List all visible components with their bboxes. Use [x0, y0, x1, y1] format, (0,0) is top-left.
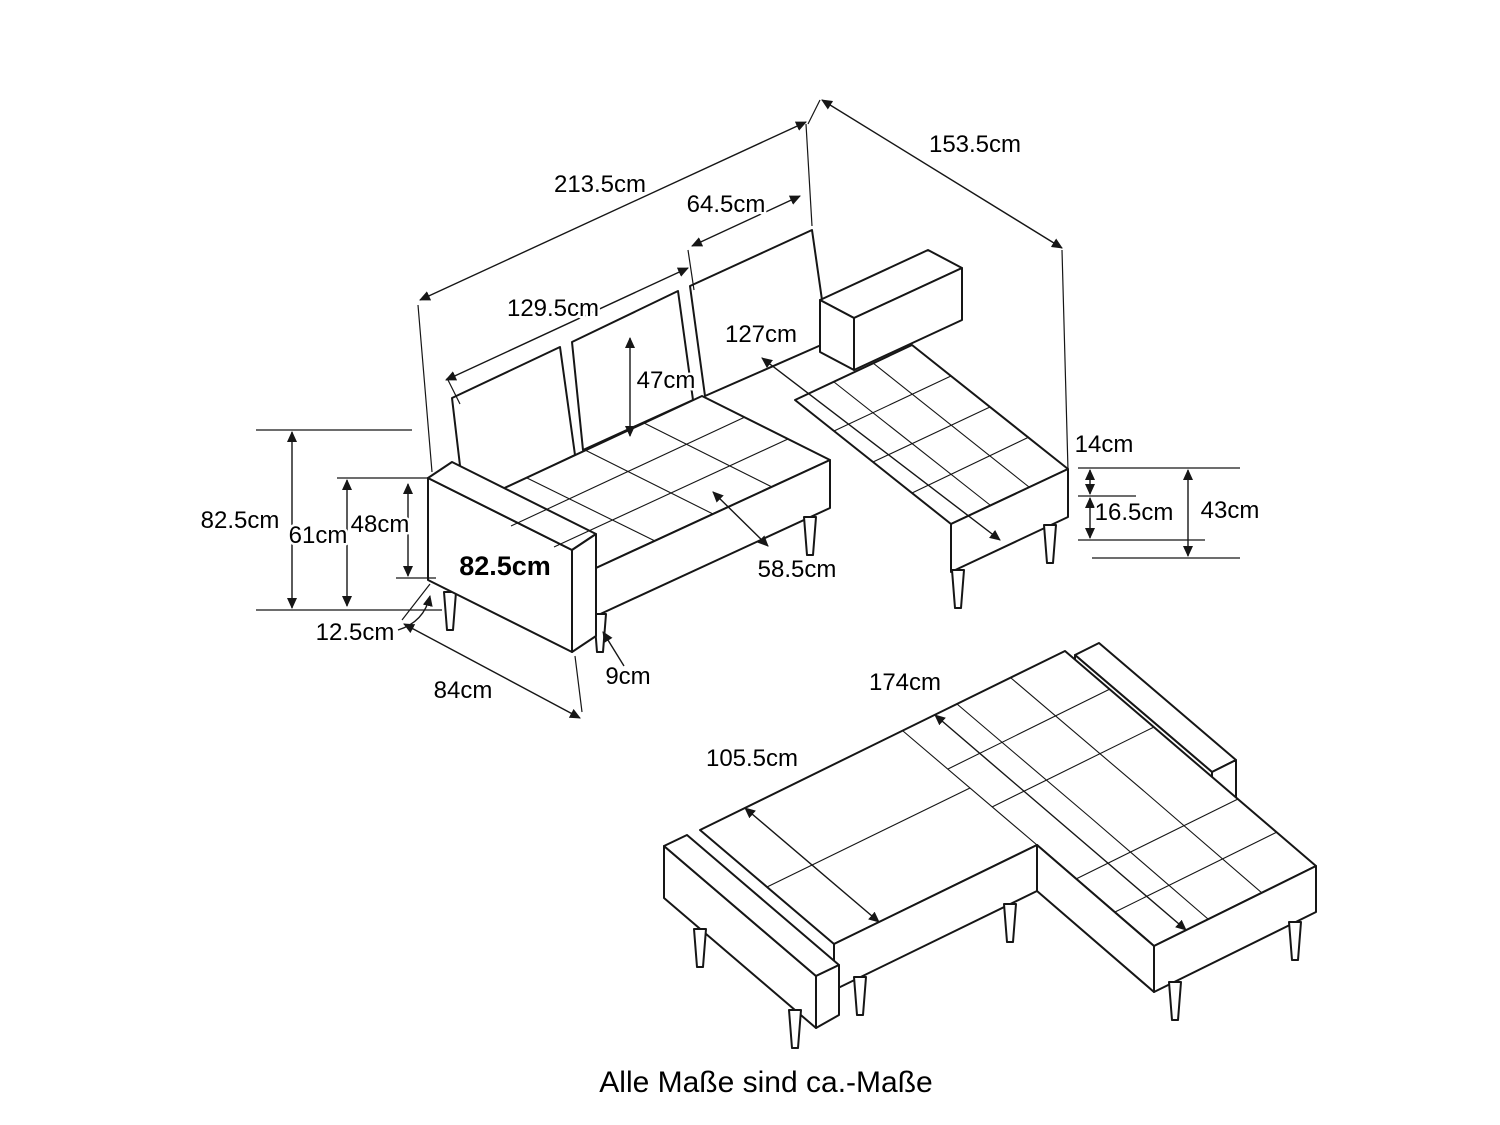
sofa-width-label: 129.5cm	[507, 295, 599, 322]
depth-total-label: 153.5cm	[929, 131, 1021, 158]
arm-depth-label: 82.5cm	[459, 551, 551, 581]
bed-chaise-foot-face	[1153, 865, 1317, 993]
height-total-label: 82.5cm	[201, 507, 280, 534]
leader-rail-height	[602, 631, 625, 667]
frame-height-label: 16.5cm	[1095, 499, 1174, 526]
left-arm-end	[571, 533, 597, 653]
bed-arm-end	[815, 964, 840, 1029]
chaise-length-label: 127cm	[725, 321, 797, 348]
extension-lines	[256, 99, 1240, 713]
dim-line-sofa-width	[445, 267, 689, 381]
backrest-height-label: 47cm	[637, 367, 696, 394]
dim-line-depth-total	[821, 99, 1063, 249]
cushion-thickness-label: 14cm	[1075, 431, 1134, 458]
back-cushion-right	[689, 229, 829, 397]
seat-height-label: 43cm	[1201, 497, 1260, 524]
sofa-drawing	[427, 229, 1069, 653]
arm-height-label: 48cm	[351, 511, 410, 538]
diagram-caption: Alle Maße sind ca.-Maße	[599, 1066, 932, 1099]
chaise-base	[950, 468, 1069, 573]
leg-height-label: 12.5cm	[316, 619, 395, 646]
bed-drawing	[663, 642, 1317, 1049]
rail-height-label: 9cm	[605, 663, 650, 690]
side-depth-label: 84cm	[434, 677, 493, 704]
chaise-width-label: 64.5cm	[687, 191, 766, 218]
back-height-label: 61cm	[289, 522, 348, 549]
leader-leg-height	[397, 595, 433, 631]
dim-line-chaise-width	[691, 195, 801, 247]
bed-length-label: 174cm	[869, 669, 941, 696]
dim-line-bed-width	[744, 807, 880, 923]
width-total-label: 213.5cm	[554, 171, 646, 198]
bed-legs	[693, 903, 1302, 1049]
dim-line-bed-length	[934, 714, 1187, 931]
dim-line-side-depth	[403, 623, 581, 719]
dim-line-seat-depth	[712, 491, 769, 547]
bed-width-label: 105.5cm	[706, 745, 798, 772]
seat-depth-label: 58.5cm	[758, 556, 837, 583]
dimension-lines	[256, 99, 1240, 931]
main-seat-tufting	[510, 416, 789, 548]
dim-line-chaise-length	[761, 357, 1001, 541]
dimension-labels: 213.5cm 153.5cm 64.5cm 129.5cm 127cm 47c…	[198, 129, 1262, 1102]
